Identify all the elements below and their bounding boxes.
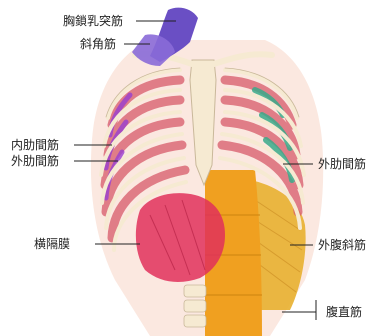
label-external-intercostal-left: 外肋間筋 xyxy=(11,154,59,168)
diaphragm-muscle xyxy=(136,193,225,282)
label-sternocleidomastoid: 胸鎖乳突筋 xyxy=(63,14,123,28)
label-internal-intercostal: 内肋間筋 xyxy=(11,138,59,152)
label-rectus-abdominis: 腹直筋 xyxy=(326,305,362,319)
label-external-oblique: 外腹斜筋 xyxy=(318,238,366,252)
spine xyxy=(184,285,206,327)
label-scalene: 斜角筋 xyxy=(80,37,116,51)
label-diaphragm: 横隔膜 xyxy=(34,237,70,251)
label-external-intercostal-right: 外肋間筋 xyxy=(318,157,366,171)
